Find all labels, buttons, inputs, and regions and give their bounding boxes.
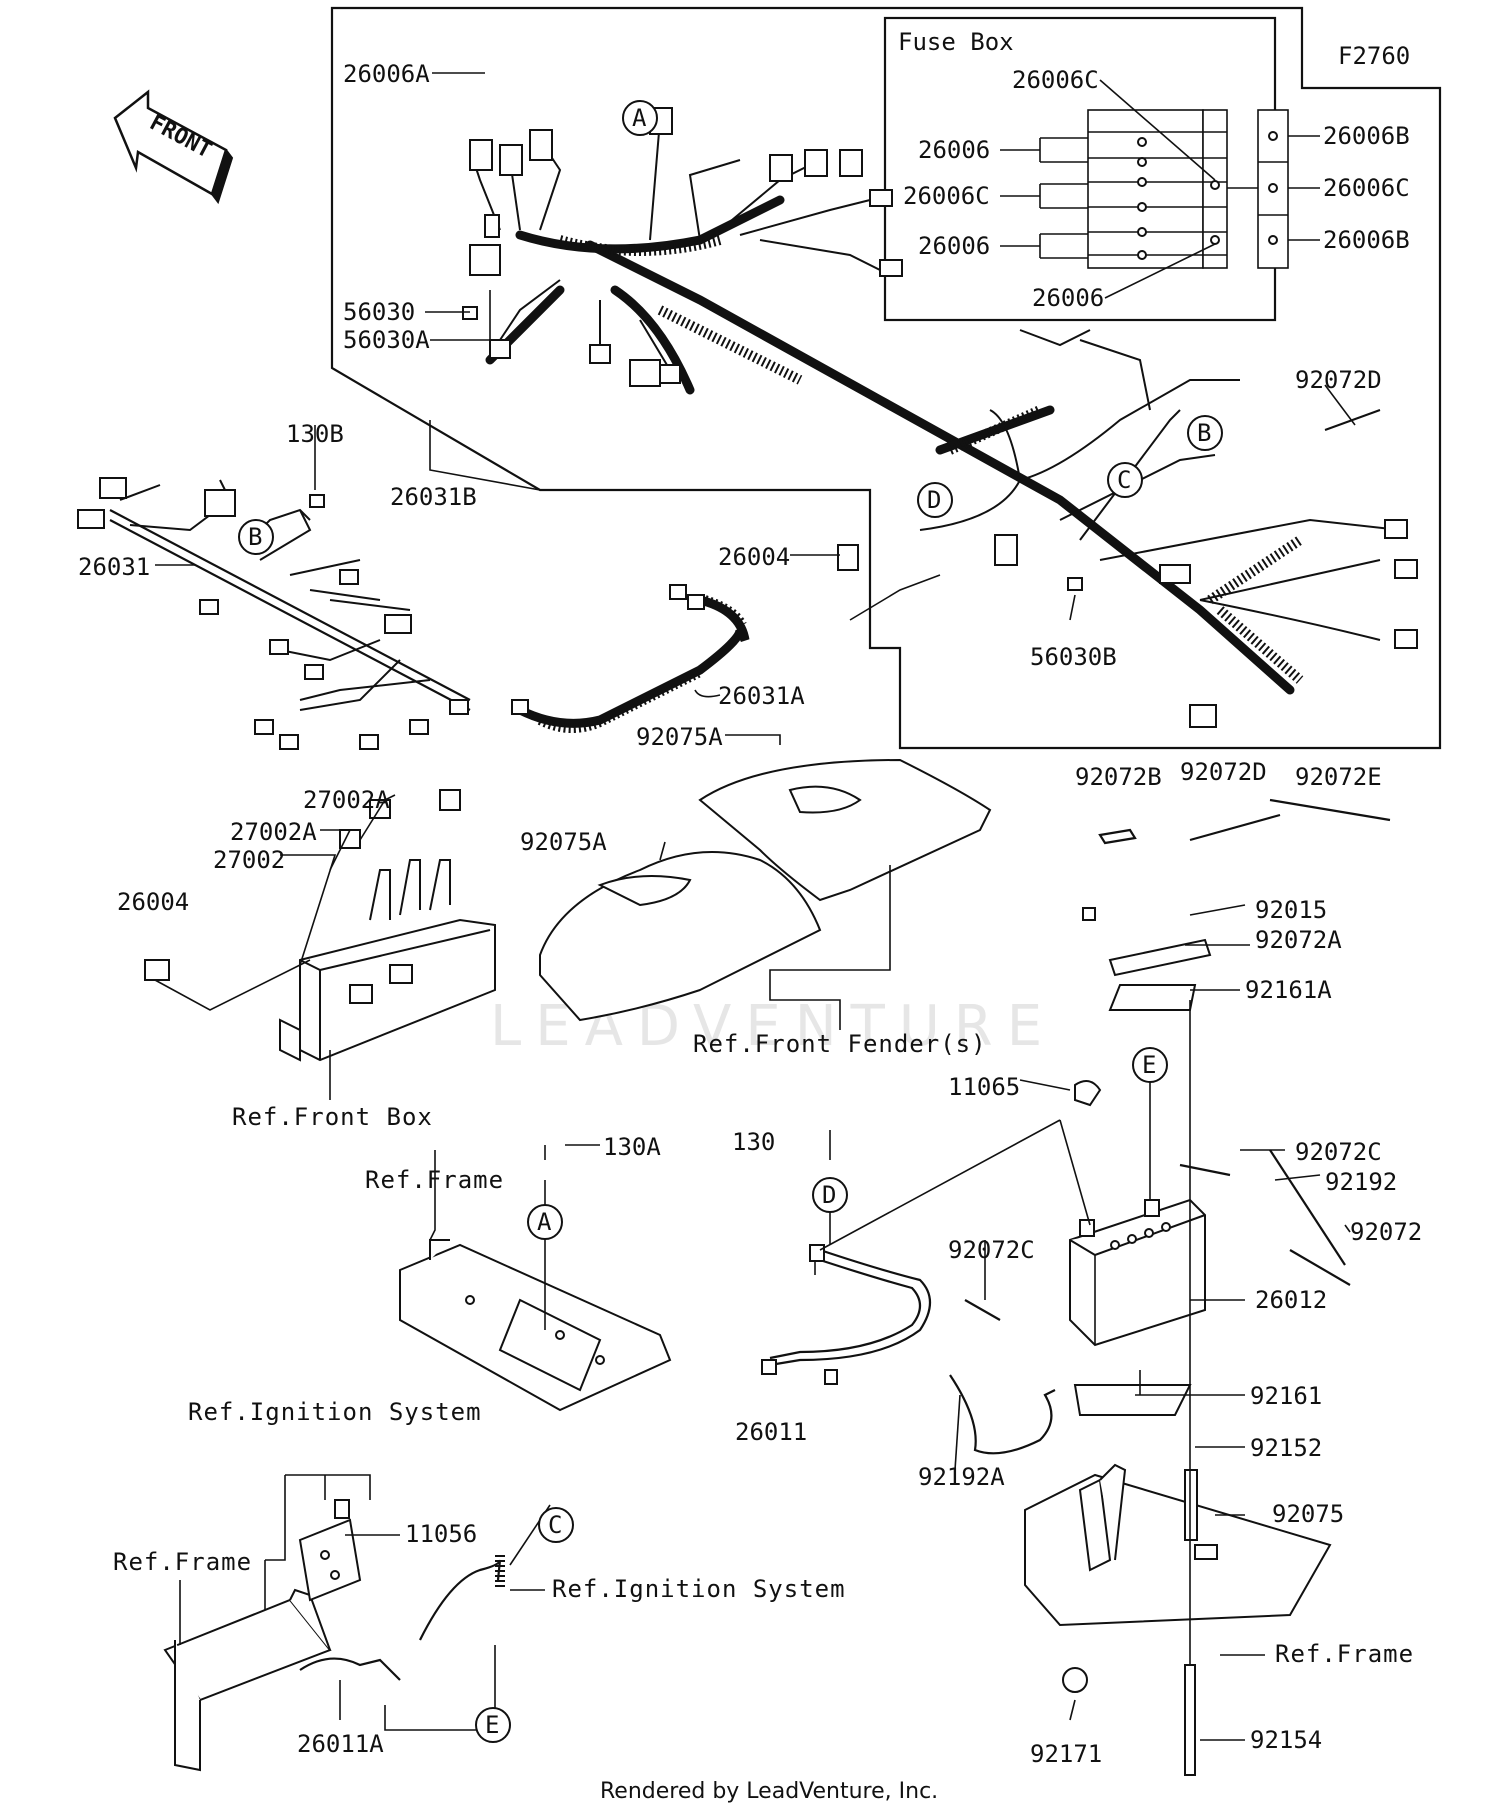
connector-26006a xyxy=(484,214,500,238)
part-label: 92072A xyxy=(1255,926,1342,954)
callout-b-right: B xyxy=(1187,415,1223,451)
part-label: 92072 xyxy=(1350,1218,1422,1246)
fuse-label-26006c-2: 26006C xyxy=(1323,174,1410,202)
part-label: 26031 xyxy=(78,553,150,581)
ref-label: Ref.Ignition System xyxy=(552,1575,846,1603)
callout-d-cable: D xyxy=(812,1177,848,1213)
callout-b-left: B xyxy=(238,519,274,555)
clip-56030 xyxy=(462,306,478,320)
part-label: 130A xyxy=(603,1133,661,1161)
battery-cable-26011 xyxy=(761,1244,932,1385)
part-label: 26012 xyxy=(1255,1286,1327,1314)
front-arrow-icon: FRONT xyxy=(113,89,234,205)
part-label: 27002A xyxy=(303,786,390,814)
part-label: 56030 xyxy=(343,298,415,326)
callout-a-frame: A xyxy=(527,1204,563,1240)
part-label: 26004 xyxy=(718,543,790,571)
part-label: 27002 xyxy=(213,846,285,874)
fuse-box-title: Fuse Box xyxy=(898,28,1014,56)
svg-text:D: D xyxy=(822,1181,836,1209)
fuse-block xyxy=(1087,109,1289,269)
svg-text:E: E xyxy=(1142,1051,1156,1079)
ref-label: Ref.Ignition System xyxy=(188,1398,482,1426)
callout-c-bottom: C xyxy=(538,1507,574,1543)
fuse-label-26006-3: 26006 xyxy=(1032,284,1104,312)
part-label: 92171 xyxy=(1030,1740,1102,1768)
harness-26031a xyxy=(511,584,750,734)
main-harness-outline xyxy=(330,6,1442,750)
svg-text:B: B xyxy=(248,523,262,551)
part-label: 130B xyxy=(286,420,344,448)
part-label: 26006A xyxy=(343,60,430,88)
svg-text:B: B xyxy=(1197,419,1211,447)
part-label: 92192A xyxy=(918,1463,1005,1491)
part-label: 92072E xyxy=(1295,763,1382,791)
ref-label: Ref.Frame xyxy=(113,1548,252,1576)
main-wiring-harness xyxy=(469,107,1418,728)
ref-label: Ref.Front Fender(s) xyxy=(693,1030,987,1058)
part-label: 27002A xyxy=(230,818,317,846)
callout-e-battery: E xyxy=(1132,1047,1168,1083)
part-label: 92075A xyxy=(520,828,607,856)
svg-text:C: C xyxy=(548,1511,562,1539)
svg-text:C: C xyxy=(1117,466,1131,494)
part-label: 11065 xyxy=(948,1073,1020,1101)
battery-tray-drawing xyxy=(949,409,1391,1776)
footer-credit: Rendered by LeadVenture, Inc. xyxy=(600,1779,938,1804)
part-label: 56030B xyxy=(1030,643,1117,671)
relay-26004-upper xyxy=(837,544,859,571)
part-label: 26011A xyxy=(297,1730,384,1758)
part-label: 92072C xyxy=(948,1236,1035,1264)
part-label: 92075 xyxy=(1272,1500,1344,1528)
part-label: 92072D xyxy=(1180,758,1267,786)
callout-e-bottom: E xyxy=(475,1707,511,1743)
fuse-label-26006c-top: 26006C xyxy=(1012,66,1099,94)
part-label: 56030A xyxy=(343,326,430,354)
part-label: 92072D xyxy=(1295,366,1382,394)
callout-d-top: D xyxy=(917,482,953,518)
svg-text:A: A xyxy=(537,1208,552,1236)
part-label: 92192 xyxy=(1325,1168,1397,1196)
fuse-box-leaders xyxy=(1000,79,1320,299)
callout-a-top: A xyxy=(622,100,658,136)
svg-text:E: E xyxy=(485,1711,499,1739)
ignition-frame-drawing xyxy=(163,1499,505,1772)
part-label: 26031B xyxy=(390,483,477,511)
leader-lines xyxy=(154,72,1356,1741)
part-label: 92161 xyxy=(1250,1382,1322,1410)
bolt-130b xyxy=(309,494,325,508)
frame-drawing-a xyxy=(399,1239,672,1412)
part-label: 11056 xyxy=(405,1520,477,1548)
part-label: 92075A xyxy=(636,723,723,751)
callout-c-right: C xyxy=(1107,462,1143,498)
fuse-label-26006b-1: 26006B xyxy=(1323,122,1410,150)
front-fender-drawing xyxy=(539,758,992,1022)
clip-56030b xyxy=(1067,577,1083,591)
part-label: 26011 xyxy=(735,1418,807,1446)
part-label: 92072B xyxy=(1075,763,1162,791)
fuse-label-26006-1: 26006 xyxy=(918,136,990,164)
ref-label: Ref.Frame xyxy=(365,1166,504,1194)
battery-26012 xyxy=(1069,1198,1206,1347)
fuse-label-26006b-2: 26006B xyxy=(1323,226,1410,254)
part-label: 26004 xyxy=(117,888,189,916)
fuse-label-26006c-mid: 26006C xyxy=(903,182,990,210)
part-label: 92072C xyxy=(1295,1138,1382,1166)
part-label: 92154 xyxy=(1250,1726,1322,1754)
svg-text:D: D xyxy=(927,486,941,514)
part-label: 92015 xyxy=(1255,896,1327,924)
part-label: 92152 xyxy=(1250,1434,1322,1462)
figure-code: F2760 xyxy=(1338,42,1410,70)
part-label: 92161A xyxy=(1245,976,1332,1004)
ref-label: Ref.Frame xyxy=(1275,1640,1414,1668)
part-label: 26031A xyxy=(718,682,805,710)
ref-label: Ref.Front Box xyxy=(232,1103,433,1131)
harness-26031 xyxy=(77,477,471,750)
part-label: 130 xyxy=(732,1128,775,1156)
fuse-label-26006-2: 26006 xyxy=(918,232,990,260)
svg-text:A: A xyxy=(632,104,647,132)
